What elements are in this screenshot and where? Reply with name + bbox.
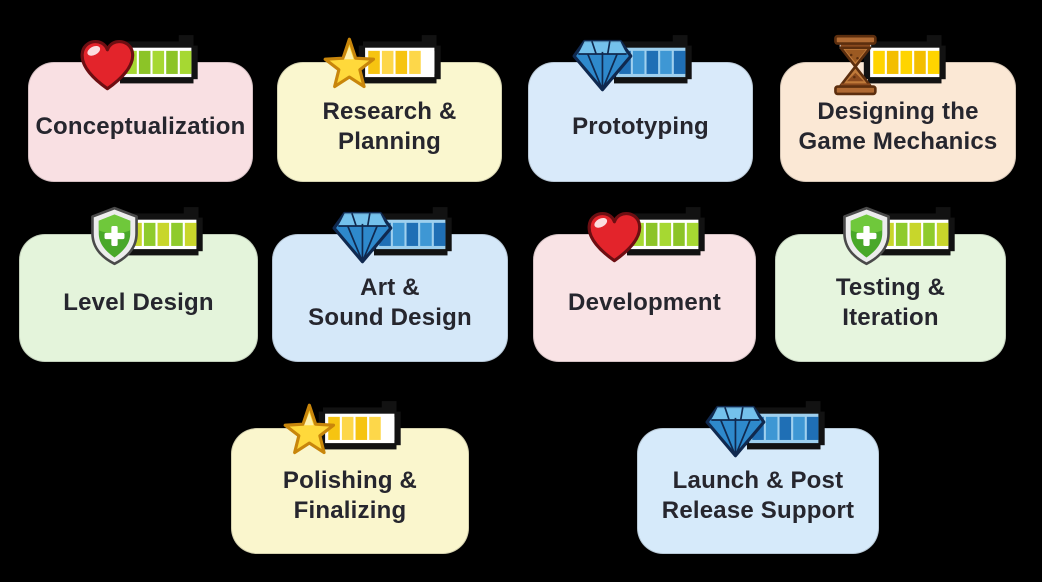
stage-label-line: Development xyxy=(568,289,721,316)
stage-label-line: Planning xyxy=(338,128,441,155)
stage-label: Development xyxy=(568,278,721,318)
gem-progress-bar-icon xyxy=(572,33,698,96)
stage-card-polishing-finalizing: Polishing & Finalizing xyxy=(231,428,469,554)
stage-label-line: Iteration xyxy=(842,304,939,331)
stage-label-line: Designing the xyxy=(817,98,979,125)
stage-card-development: Development xyxy=(533,234,756,362)
stage-label-line: Sound Design xyxy=(308,304,472,331)
stage-label-line: Testing & xyxy=(835,274,946,301)
stage-card-level-design: Level Design xyxy=(19,234,258,362)
stage-card-testing-iteration: Testing & Iteration xyxy=(775,234,1006,362)
gem-progress-bar-icon xyxy=(705,399,831,462)
stage-card-art-sound-design: Art & Sound Design xyxy=(272,234,508,362)
stage-label-line: Finalizing xyxy=(293,497,407,524)
stage-label: Polishing & Finalizing xyxy=(283,456,417,526)
stage-card-research-planning: Research & Planning xyxy=(277,62,502,182)
stage-label-line: Launch & Post xyxy=(672,467,844,494)
stage-label-line: Research & xyxy=(322,98,457,125)
stage-label: Prototyping xyxy=(572,102,709,142)
stage-label: Launch & Post Release Support xyxy=(662,456,854,526)
heart-health-bar-icon xyxy=(78,33,204,96)
star-progress-bar-icon xyxy=(281,399,407,462)
stage-label-line: Conceptualization xyxy=(35,113,246,140)
stage-label-line: Game Mechanics xyxy=(798,128,998,155)
stage-label: Research & Planning xyxy=(322,87,456,157)
stage-label-line: Polishing & xyxy=(282,467,418,494)
stage-card-launch-post-release: Launch & Post Release Support xyxy=(637,428,879,554)
gem-progress-bar-icon xyxy=(332,205,458,268)
stage-card-designing-game-mechanics: Designing the Game Mechanics xyxy=(780,62,1016,182)
stage-label: Art & Sound Design xyxy=(308,263,472,333)
stage-label-line: Level Design xyxy=(63,289,214,316)
stage-label: Conceptualization xyxy=(35,102,245,142)
stage-label-line: Release Support xyxy=(661,497,855,524)
stage-label: Designing the Game Mechanics xyxy=(799,87,998,157)
shield-progress-bar-icon xyxy=(835,205,961,268)
stage-card-conceptualization: Conceptualization xyxy=(28,62,253,182)
shield-progress-bar-icon xyxy=(83,205,209,268)
stage-label: Level Design xyxy=(63,278,213,318)
stage-label: Testing & Iteration xyxy=(836,263,945,333)
stage-label-line: Art & xyxy=(360,274,420,301)
stage-card-prototyping: Prototyping xyxy=(528,62,753,182)
heart-health-bar-icon xyxy=(585,205,711,268)
stage-label-line: Prototyping xyxy=(572,113,709,140)
